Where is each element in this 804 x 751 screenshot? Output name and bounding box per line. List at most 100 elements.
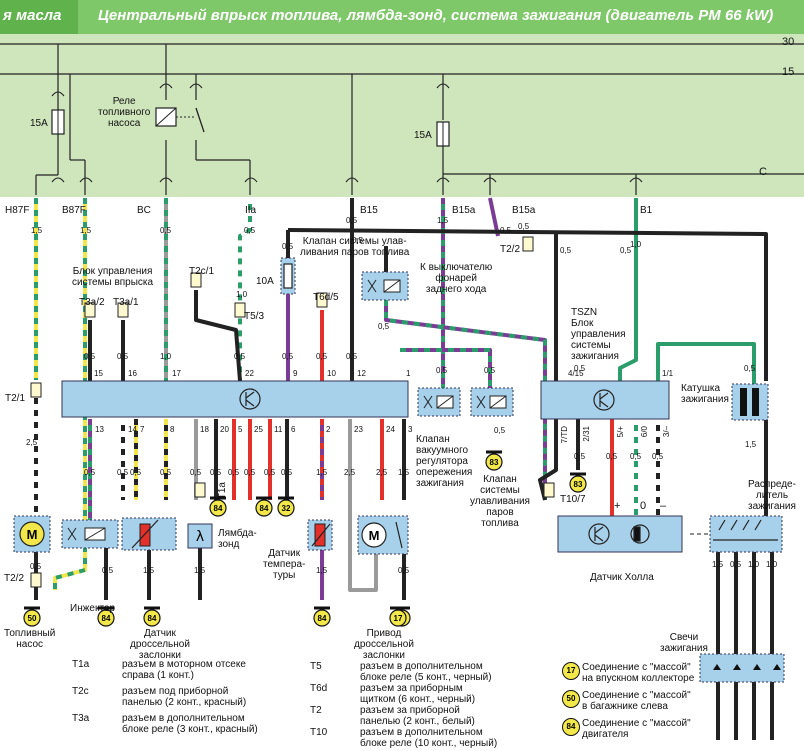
ecu-pin-bottom-23: 23 <box>354 425 363 434</box>
legend-right-text: Соединение с "массой" на впускном коллек… <box>582 662 695 684</box>
fuel-pump-relay <box>155 107 205 133</box>
ecu-pin-bottom-5: 5 <box>238 425 243 434</box>
wire-size-ax: 0,5 <box>560 246 572 255</box>
ground-badge-10 <box>569 475 587 493</box>
legend-right-text: Соединение с "массой" в багажнике слева <box>582 690 691 712</box>
power-rails <box>0 43 804 175</box>
wire-label-b1: B1 <box>640 205 653 216</box>
connector-plug-8 <box>543 482 555 498</box>
ground-badge-text-8: 17 <box>394 614 403 623</box>
svg-text:M: M <box>27 527 38 542</box>
legend_mid-code: T5 <box>310 661 322 672</box>
connector-plug-3 <box>234 302 246 318</box>
wire-size-ad: 0,5 <box>281 468 293 477</box>
rail-15-label: 15 <box>782 66 795 78</box>
ignition-coil-label: Катушка зажигания <box>681 383 729 405</box>
connector-t3a2-label: T3a/2 <box>79 297 105 308</box>
throttle-sensor-label: Датчик дроссельной заслонки <box>130 628 190 661</box>
wire-label-h87f: H87F <box>5 205 30 216</box>
legend_mid-code: T6d <box>310 683 328 694</box>
legend-right-badge: 84 <box>562 718 580 736</box>
connector-t3a1-label: T3a/1 <box>113 297 139 308</box>
ecu-pin-top-16: 16 <box>128 369 137 378</box>
wire-size-e: 0,5 <box>346 216 358 225</box>
ecu-pin-bottom-11: 11 <box>274 425 283 434</box>
wire-size-aw: 0,5 <box>620 246 632 255</box>
ground-badge-text-0: 50 <box>28 614 37 623</box>
connector-t22-label: T2/2 <box>500 244 521 255</box>
wire-iia-stripe <box>238 198 252 381</box>
connector-plug-4 <box>316 292 328 308</box>
injector-label: Инжектор <box>70 603 116 614</box>
ecu-pin-bottom-18: 18 <box>200 425 209 434</box>
ignition-ecu-label: TSZN Блок управления системы зажигания <box>571 307 626 362</box>
wire-size-be: 0,5 <box>500 226 512 235</box>
wire-size-bc: 1,0 <box>766 560 778 569</box>
canister-valve-label: Клапан системы улавливания паров топлива <box>470 474 530 529</box>
ground-badge-text-5: 84 <box>260 504 269 513</box>
wire-size-ba: 0,5 <box>730 560 742 569</box>
wire-size-ay: 1,5 <box>745 440 757 449</box>
connector-plug-9 <box>522 236 534 252</box>
ignition-ecu-transistor-icon <box>593 389 615 411</box>
wire-label-iia: IIa <box>245 205 257 216</box>
connector-plug-1 <box>117 302 129 318</box>
distributor <box>709 515 783 553</box>
lambda-sensor: λ <box>187 523 213 549</box>
ground-badge-2 <box>143 609 161 627</box>
ecu-pin-bottom-8: 8 <box>170 425 175 434</box>
tszn-pin-bottom-1: 2/31 <box>582 426 591 442</box>
wire-size-s: 0,5 <box>436 366 448 375</box>
spark-plugs <box>699 653 785 683</box>
ecu-pin-bottom-24: 24 <box>386 425 395 434</box>
hall-sensor-label: Датчик Холла <box>590 572 654 583</box>
connector-plug-7 <box>194 482 206 498</box>
legend_left-text: разъем в моторном отсеке справа (1 конт.… <box>122 659 246 681</box>
ecu-pin-bottom-2: 2 <box>326 425 331 434</box>
wire-size-f: 1,5 <box>437 216 449 225</box>
legend-right-text: Соединение с "массой" двигателя <box>582 718 691 740</box>
ground-badge-9 <box>485 453 503 471</box>
wire-size-ah: 1,5 <box>398 468 410 477</box>
ground-badge-text-7: 84 <box>318 614 327 623</box>
legend_mid-text: разъем в дополнительном блоке реле (5 ко… <box>360 661 492 683</box>
throttle-drive-label: Привод дроссельной заслонки <box>354 628 414 661</box>
vacuum-valve-label: Клапан вакуумного регулятора опережения … <box>416 434 473 489</box>
fuse-f2-label: 15A <box>414 130 432 141</box>
fuel-pump-label: Топливный насос <box>4 628 56 650</box>
wire-size-ap: 0,5 <box>606 452 618 461</box>
reverse-switch-label: К выключателю фонарей заднего хода <box>420 262 493 295</box>
wire-size-m: 1,0 <box>160 352 172 361</box>
wire-size-u: 0,5 <box>84 468 96 477</box>
ignition-coil <box>731 383 769 421</box>
connector-plugs <box>30 236 555 588</box>
rail-c-label: C <box>759 166 767 178</box>
spark-plugs-label: Свечи зажигания <box>660 632 708 654</box>
wire-tszn-7 <box>538 419 558 501</box>
connector-plug-6 <box>30 572 42 588</box>
wire-label-b15: B15 <box>360 205 378 216</box>
temp-sensor-label: Датчик темпера- туры <box>263 548 306 581</box>
wire-size-y: 0,5 <box>190 468 202 477</box>
injection-ecu-block <box>61 380 409 418</box>
legend_left-text: разъем под приборной панелью (2 конт., к… <box>122 686 247 708</box>
throttle-drive-motor: M <box>357 515 409 555</box>
ground-badge-text-9: 83 <box>490 458 499 467</box>
wire-size-g: 0,5 <box>518 222 530 231</box>
wire-size-ag: 2,5 <box>376 468 388 477</box>
wire-size-bd: 0,5 <box>352 236 364 245</box>
tszn-pin-bottom-4: 3/– <box>662 426 671 438</box>
wire-label-bc: BC <box>137 205 151 216</box>
fuse-symbols <box>51 109 450 295</box>
header-left-tab <box>0 0 78 34</box>
hall-pin-1: 0 <box>640 500 647 512</box>
ground-badge-text-4: 84 <box>214 504 223 513</box>
connector-t6d5-label: T6d/5 <box>313 292 339 303</box>
wire-label-b15a-1: B15a <box>452 205 476 216</box>
wire-size-an: 0,5 <box>494 426 506 435</box>
legend-right-badge: 50 <box>562 690 580 708</box>
throttle-sensor <box>121 517 177 551</box>
wire-size-ak: 1,5 <box>194 566 206 575</box>
